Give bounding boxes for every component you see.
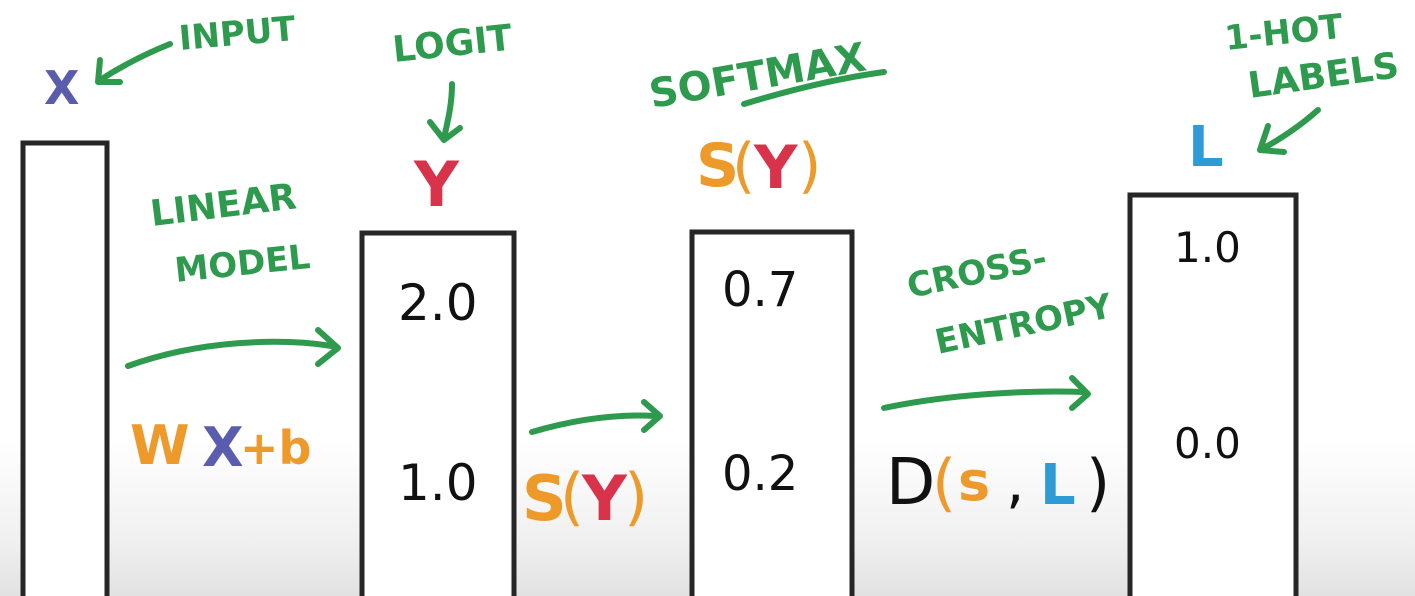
cross-entropy-arrowhead xyxy=(1069,375,1091,411)
labels-value-1: 1.0 xyxy=(1174,223,1241,272)
softmax-fn-header-s: S xyxy=(696,131,739,201)
softmax-arrow xyxy=(529,412,659,435)
linear-arrow xyxy=(125,338,335,369)
labels-column xyxy=(1127,192,1299,596)
softmax-fn-header-rparen: ) xyxy=(798,131,821,201)
input-column xyxy=(20,140,110,596)
cross-entropy-s: s xyxy=(958,450,990,513)
softmax-value-2: 0.2 xyxy=(722,446,798,502)
labels-arrowhead xyxy=(1257,123,1287,155)
cross-entropy-arrow xyxy=(881,388,1087,411)
input-arrow xyxy=(97,41,173,83)
linear-formula-plus-b: +b xyxy=(240,421,311,475)
labels-value-2: 0.0 xyxy=(1174,419,1241,468)
linear-formula-w: W xyxy=(130,414,190,477)
softmax-fn-s: S xyxy=(522,462,567,535)
cross-entropy-l: L xyxy=(1040,453,1076,518)
labels-arrow xyxy=(1261,107,1321,151)
logit-arrowhead xyxy=(427,119,463,143)
input-arrowhead xyxy=(95,57,123,85)
cross-entropy-label-line2: ENTROPY xyxy=(932,286,1116,363)
labels-label-line1: 1-HOT xyxy=(1223,7,1346,59)
softmax-label: SOFTMAX xyxy=(646,34,870,117)
logit-column xyxy=(359,230,517,596)
cross-entropy-d: D xyxy=(886,446,935,520)
linear-label-line1: LINEAR xyxy=(148,176,299,235)
softmax-arrowhead xyxy=(641,399,663,433)
linear-formula-x: X xyxy=(202,416,244,479)
linear-label-line2: MODEL xyxy=(173,237,312,291)
softmax-column xyxy=(689,229,855,596)
input-symbol: X xyxy=(44,61,79,115)
logit-value-1: 2.0 xyxy=(398,274,478,332)
logit-symbol: Y xyxy=(413,148,460,221)
softmax-label-underline xyxy=(741,69,887,107)
linear-arrowhead xyxy=(315,327,341,367)
input-label: INPUT xyxy=(177,9,298,59)
cross-entropy-lparen: ( xyxy=(932,446,956,519)
labels-symbol: L xyxy=(1188,115,1224,180)
cross-entropy-label-line1: CROSS- xyxy=(904,238,1051,307)
softmax-fn-y: Y xyxy=(581,462,628,535)
softmax-fn-lparen: ( xyxy=(560,460,584,533)
softmax-fn-header-lparen: ( xyxy=(732,131,755,201)
logit-value-2: 1.0 xyxy=(398,454,478,512)
logit-label: LOGIT xyxy=(391,18,515,71)
logit-arrow xyxy=(441,81,455,141)
cross-entropy-rparen: ) xyxy=(1086,446,1110,519)
cross-entropy-comma: , xyxy=(1006,448,1024,516)
softmax-fn-header-y: Y xyxy=(753,133,799,203)
softmax-value-1: 0.7 xyxy=(722,262,798,318)
softmax-fn-rparen: ) xyxy=(624,460,648,533)
